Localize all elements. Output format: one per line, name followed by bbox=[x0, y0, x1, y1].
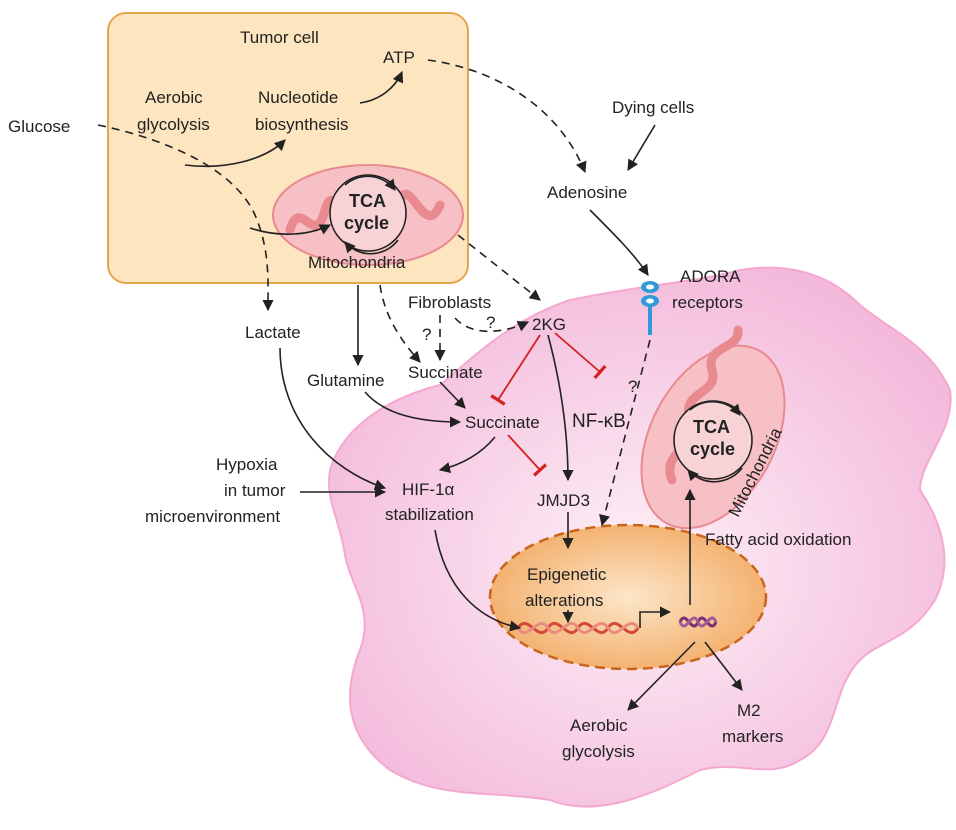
adenosine-label: Adenosine bbox=[547, 183, 627, 202]
question-fibro-2kg: ? bbox=[486, 313, 495, 332]
nucleotide-label-2: biosynthesis bbox=[255, 115, 349, 134]
succinate-label-lower: Succinate bbox=[465, 413, 540, 432]
aerobic-glycolysis-bottom-label-2: glycolysis bbox=[562, 742, 635, 761]
lactate-label: Lactate bbox=[245, 323, 301, 342]
m2-label-1: M2 bbox=[737, 701, 761, 720]
tca-label-top-2: cycle bbox=[344, 213, 389, 233]
tca-label-macrophage-1: TCA bbox=[693, 417, 730, 437]
question-adora: ? bbox=[628, 377, 637, 396]
dna-helix bbox=[516, 606, 718, 635]
glucose-label: Glucose bbox=[8, 117, 70, 136]
tca-label-macrophage-2: cycle bbox=[690, 439, 735, 459]
pathway-arrows bbox=[97, 59, 743, 711]
succinate-label-upper: Succinate bbox=[408, 363, 483, 382]
2kg-label: 2KG bbox=[532, 315, 566, 334]
tca-label-top-1: TCA bbox=[349, 191, 386, 211]
nfkb-label: NF-κB bbox=[572, 411, 626, 432]
adora-label-2: receptors bbox=[672, 293, 743, 312]
tca-cycle-arrows bbox=[344, 175, 743, 483]
mitochondria-label: Mitochondria bbox=[308, 253, 406, 272]
adora-receptor-icon bbox=[641, 281, 659, 335]
epigenetic-label-1: Epigenetic bbox=[527, 565, 607, 584]
atp-label: ATP bbox=[383, 48, 415, 67]
hypoxia-label-1: Hypoxia bbox=[216, 455, 278, 474]
tumor-mitochondrion bbox=[272, 164, 464, 266]
hypoxia-label-3: microenvironment bbox=[145, 507, 280, 526]
fatty-acid-label: Fatty acid oxidation bbox=[705, 530, 851, 549]
hif-label-2: stabilization bbox=[385, 505, 474, 524]
hypoxia-label-2: in tumor bbox=[224, 481, 286, 500]
adora-label-1: ADORA bbox=[680, 267, 741, 286]
aerobic-glycolysis-top-label-2: glycolysis bbox=[137, 115, 210, 134]
macrophage-mitochondrion bbox=[640, 325, 786, 530]
nucleotide-label-1: Nucleotide bbox=[258, 88, 338, 107]
nucleus bbox=[488, 523, 768, 671]
dying-cells-label: Dying cells bbox=[612, 98, 694, 117]
glutamine-label: Glutamine bbox=[307, 371, 384, 390]
aerobic-glycolysis-top-label-1: Aerobic bbox=[145, 88, 203, 107]
fibroblasts-label: Fibroblasts bbox=[408, 293, 491, 312]
question-fibro-succ: ? bbox=[422, 325, 431, 344]
epigenetic-label-2: alterations bbox=[525, 591, 603, 610]
aerobic-glycolysis-bottom-label-1: Aerobic bbox=[570, 716, 628, 735]
tumor-cell-label: Tumor cell bbox=[240, 28, 319, 47]
hif-label-1: HIF-1α bbox=[402, 480, 455, 499]
inhibition-lines bbox=[490, 332, 607, 477]
m2-label-2: markers bbox=[722, 727, 783, 746]
jmjd3-label: JMJD3 bbox=[537, 491, 590, 510]
